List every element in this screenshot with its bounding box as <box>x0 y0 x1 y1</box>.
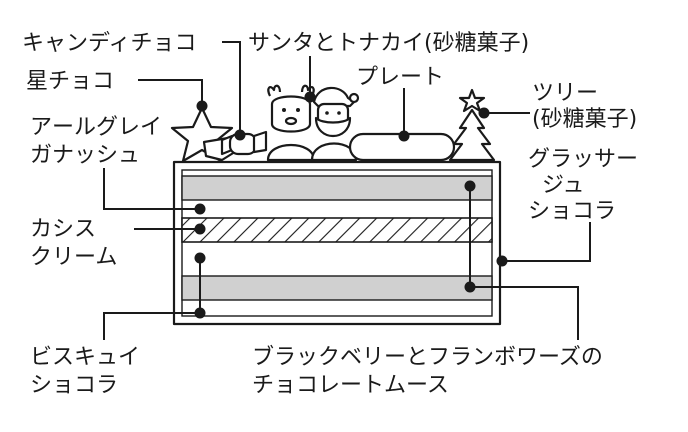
layer-top-mousse <box>181 175 493 201</box>
label-biscuit-line1: ビスキュイ <box>30 345 140 370</box>
label-biscuit-line2: ショコラ <box>30 373 118 398</box>
label-mousse-line2: チョコレートムース <box>252 373 449 398</box>
santa-figure <box>310 86 368 162</box>
cake-inner-frame <box>181 169 493 317</box>
label-tree-line1: ツリー <box>532 81 598 106</box>
label-tree-line2: (砂糖菓子) <box>532 107 637 132</box>
layer-bottom-mousse <box>181 275 493 301</box>
cake-decorations <box>170 84 496 163</box>
label-earl-grey-line1: アールグレイ <box>30 115 162 140</box>
label-cassis-line2: クリーム <box>30 245 117 270</box>
label-plate: プレート <box>356 65 444 90</box>
label-mousse-line1: ブラックベリーとフランボワーズの <box>252 345 603 370</box>
label-glassage-line1: グラッサー <box>528 147 638 172</box>
cake-body <box>172 160 502 326</box>
label-star-choco: 星チョコ <box>26 69 114 94</box>
tree-figure <box>448 88 496 162</box>
labels: キャンディチョコ 星チョコ サンタとトナカイ(砂糖菓子) プレート ツリー (砂… <box>22 31 638 398</box>
label-candy-choco: キャンディチョコ <box>22 31 196 56</box>
label-earl-grey-line2: ガナッシュ <box>30 143 140 168</box>
label-santa-tonakai: サンタとトナカイ(砂糖菓子) <box>248 31 529 56</box>
label-glassage-line3: ショコラ <box>528 199 616 224</box>
label-glassage-line2: ジュ <box>542 173 584 198</box>
leader-lines <box>103 41 591 340</box>
label-cassis-line1: カシス <box>30 217 96 242</box>
layer-cassis-cream <box>181 217 493 243</box>
